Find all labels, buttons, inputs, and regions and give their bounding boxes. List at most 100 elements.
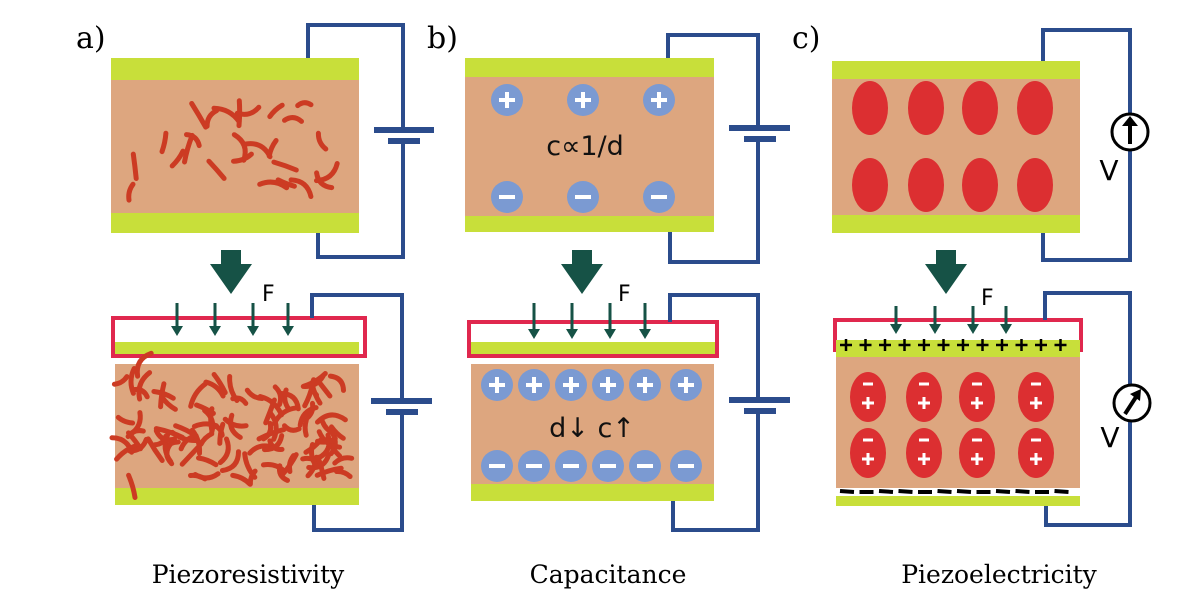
bottom-electrode (111, 213, 359, 233)
filler-segment (315, 412, 348, 425)
filler-segment (196, 455, 219, 468)
filler-segment (173, 423, 199, 439)
filler-segment (189, 101, 209, 130)
filler-segment (267, 102, 285, 120)
dipole-ellipse (962, 158, 998, 212)
dipole-ellipse (852, 158, 888, 212)
filler-segment (315, 436, 338, 445)
surface-minus (956, 489, 972, 494)
dipole-ellipse (962, 81, 998, 135)
filler-segment (204, 108, 220, 129)
filler-segment (115, 414, 136, 426)
panel-c-letter: c) (792, 21, 821, 56)
surface-minus (839, 489, 855, 494)
filler-segment (267, 410, 279, 442)
small-force-arrow-icons (890, 306, 1012, 334)
filler-segment (188, 381, 208, 409)
polarized-dipole-icon (850, 372, 886, 422)
negative-charge-icon (643, 181, 675, 213)
voltage-label: V (1100, 421, 1119, 454)
panel-a-top-sensor (111, 23, 434, 259)
unpolarized-dipoles (852, 81, 1053, 212)
force-label: F (262, 282, 275, 307)
filler-segment (169, 148, 186, 169)
force-arrow-head-icon (209, 326, 221, 336)
panel-b-caption: Capacitance (530, 560, 687, 589)
circuit-wire (310, 293, 404, 532)
polarized-dipole-icon (959, 428, 995, 478)
bottom-electrode (115, 488, 359, 505)
filler-segment (128, 366, 137, 396)
compression-arrow-icon (925, 250, 967, 294)
positive-charge-icon (555, 369, 587, 401)
filler-segment (222, 416, 249, 429)
polarized-dipole-icon (906, 372, 942, 422)
filler-segment (247, 468, 258, 487)
pressing-plate (467, 320, 719, 358)
filler-segment (243, 141, 273, 160)
filler-segment (153, 428, 177, 443)
panel-piezoresistivity: a) F (76, 21, 434, 589)
small-force-arrow-icons (171, 303, 294, 336)
filler-segment (227, 374, 240, 403)
surface-minus (878, 489, 894, 494)
force-arrow-head-icon (566, 329, 578, 339)
force-label: F (618, 282, 631, 307)
conductive-fillers-sparse (126, 98, 340, 203)
panel-b-letter: b) (427, 21, 458, 56)
bottom-electrode (836, 496, 1080, 506)
filler-segment (128, 410, 143, 437)
surface-negative-charges (839, 489, 1069, 494)
positive-charge-icon (518, 369, 550, 401)
material-layer (111, 80, 359, 213)
negative-charge-icon (555, 450, 587, 482)
filler-segment (329, 424, 346, 441)
filler-segment (271, 405, 299, 426)
surface-minus (1054, 489, 1069, 494)
polarized-dipole-icon (906, 428, 942, 478)
force-arrow-head-icon (639, 329, 651, 339)
top-electrode (465, 58, 714, 77)
circuit-wire (668, 293, 760, 532)
negative-charges (481, 450, 702, 482)
force-arrow-head-icon (247, 326, 259, 336)
filler-segment (261, 420, 274, 442)
filler-segment (136, 370, 153, 402)
filler-segment (280, 452, 299, 477)
filler-segment (275, 177, 297, 189)
filler-segment (231, 151, 254, 164)
filler-segment (151, 389, 176, 401)
positive-charge-icon (629, 369, 661, 401)
filler-segment (282, 423, 302, 433)
voltmeter-icon (1110, 112, 1150, 152)
surface-minus (937, 489, 952, 494)
compression-arrow-icon (561, 250, 603, 294)
filler-segment (153, 426, 185, 440)
filler-segment (295, 100, 314, 109)
filler-segment (302, 417, 309, 438)
filler-segment (272, 384, 284, 407)
capacitance-formula: c∝1/d (546, 131, 624, 162)
battery-icon (374, 127, 434, 144)
dipole-ellipse (852, 81, 888, 135)
filler-segment (188, 472, 208, 482)
circuit-wire (306, 23, 405, 259)
filler-segment (271, 159, 299, 173)
battery-icon (729, 397, 790, 414)
battery-icon (371, 398, 432, 415)
filler-segment (130, 151, 139, 181)
panel-c-caption: Piezoelectricity (901, 560, 1097, 589)
filler-segment (302, 373, 326, 390)
pressing-plate (111, 316, 367, 358)
surface-positive-charges (840, 339, 1067, 351)
force-arrow-head-icon (967, 324, 979, 334)
filler-segment (288, 177, 314, 199)
filler-segment (262, 433, 285, 453)
filler-segment (247, 443, 272, 456)
small-force-arrow-icons (528, 303, 651, 339)
force-arrow-head-icon (528, 329, 540, 339)
filler-segment (131, 386, 150, 400)
filler-segment (134, 350, 154, 379)
top-electrode (832, 61, 1080, 79)
negative-charges (491, 181, 675, 213)
